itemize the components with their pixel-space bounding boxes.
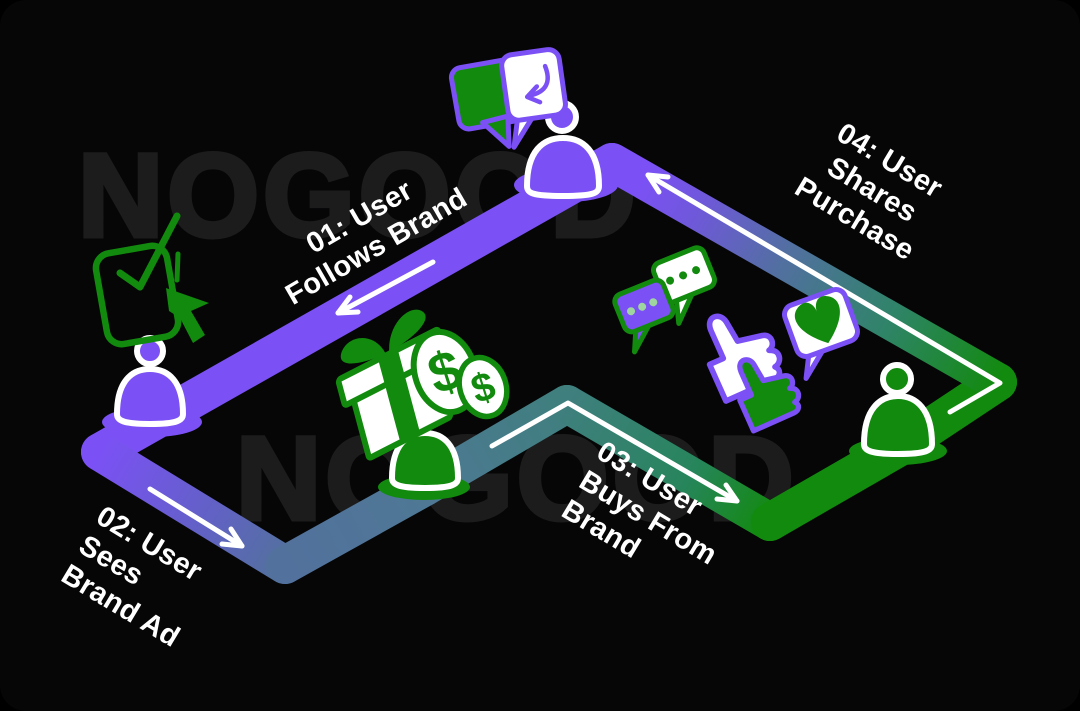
ad-click-icon bbox=[92, 212, 209, 348]
user-node-right bbox=[849, 362, 947, 465]
user-body bbox=[523, 134, 603, 200]
heart-icon bbox=[795, 296, 840, 344]
reply-arrow-head bbox=[524, 84, 543, 105]
flow-arrow-02 bbox=[147, 486, 245, 549]
user-node-top bbox=[514, 100, 618, 202]
user-body bbox=[860, 392, 936, 458]
chat-dots-white-icon bbox=[651, 245, 717, 326]
chat-dots-purple-icon bbox=[612, 277, 676, 355]
heart-bubble-icon bbox=[782, 287, 860, 381]
cursor-icon bbox=[166, 288, 209, 343]
flow-arrow-04 bbox=[645, 172, 1003, 415]
gift-bow-icon bbox=[340, 309, 426, 364]
path-segment-02b bbox=[266, 468, 444, 584]
cursor-tick bbox=[174, 251, 181, 283]
flow-arrows bbox=[147, 172, 1003, 549]
checkbox-outline-icon bbox=[92, 242, 182, 348]
user-head bbox=[880, 362, 914, 396]
thumbs-up-green-icon bbox=[737, 357, 802, 434]
path-segment-02a bbox=[81, 433, 304, 584]
checkmark-icon bbox=[116, 212, 181, 291]
flow-arrow-01 bbox=[335, 259, 436, 316]
coin-icon-small: $ bbox=[456, 354, 510, 420]
user-body bbox=[113, 365, 187, 428]
reply-arrow-icon bbox=[526, 63, 550, 98]
user-node-left bbox=[102, 335, 202, 437]
flow-arrow-03 bbox=[489, 400, 740, 504]
gift-ribbon bbox=[378, 349, 420, 443]
chat-bubble-reply-icon bbox=[499, 47, 568, 150]
